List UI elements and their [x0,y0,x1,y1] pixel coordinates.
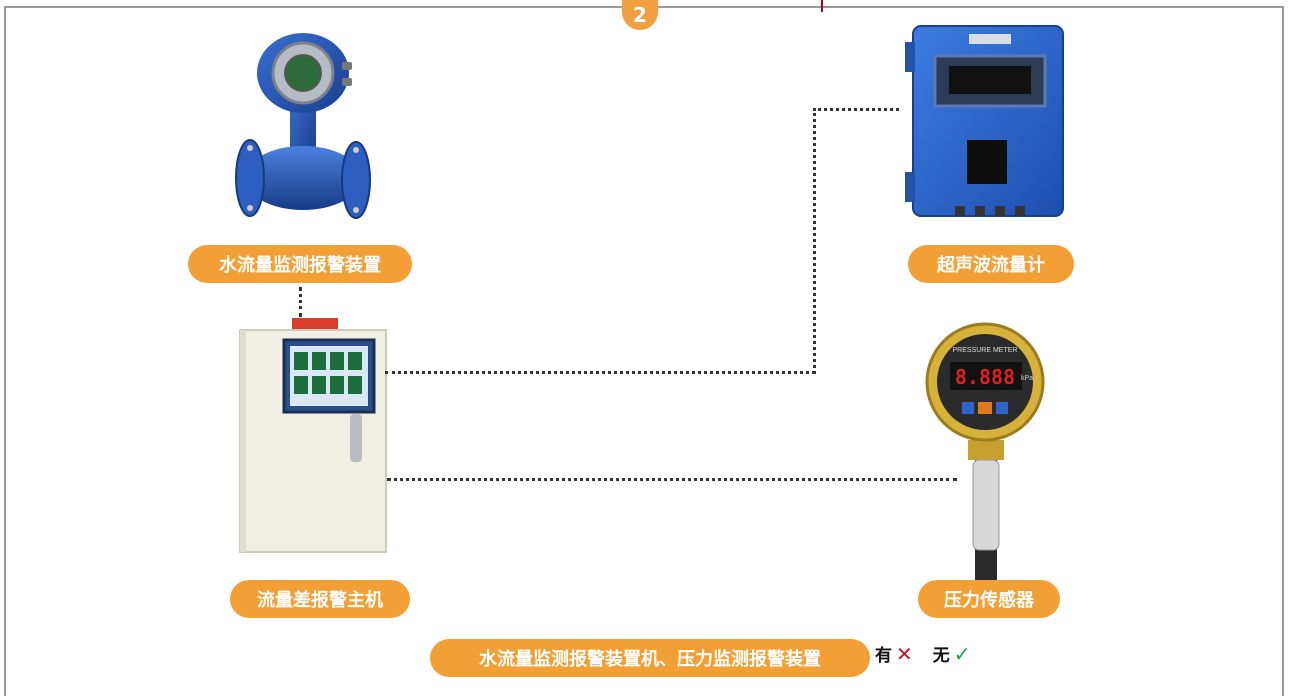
connector-host-to-pressure [387,478,957,481]
connector-flowmeter-to-host [299,287,302,317]
legend: 有 ✕ 无 ✓ [875,641,971,667]
connector-host-to-ultrasonic-h1 [385,371,815,374]
host-label: 流量差报警主机 [230,580,410,618]
electromagnetic-flowmeter-image [235,33,371,219]
flowmeter-label: 水流量监测报警装置 [188,245,412,283]
none-label: 无 [932,646,950,666]
cross-icon: ✕ [896,641,913,666]
alarm-host-cabinet-image [239,318,387,553]
pressure-meter-display: 8.888 [955,365,1015,389]
pressure-sensor-image: PRESSURE METER 8.888 kPa [925,322,1045,580]
step-badge: 2 [622,0,658,30]
pressure-meter-unit: kPa [1021,375,1033,382]
pressure-meter-brand: PRESSURE METER [953,347,1018,354]
ultrasonic-label: 超声波流量计 [908,245,1074,283]
connector-host-to-ultrasonic-h2 [813,108,899,111]
ultrasonic-flowmeter-image [905,25,1064,217]
check-icon: ✓ [953,641,971,666]
connector-host-to-ultrasonic-v [813,108,816,374]
pressure-label: 压力传感器 [918,580,1060,618]
has-label: 有 [875,646,892,666]
connector-tick [821,0,823,12]
condition-label: 水流量监测报警装置机、压力监测报警装置 [430,639,870,677]
diagram-frame [4,6,1284,696]
